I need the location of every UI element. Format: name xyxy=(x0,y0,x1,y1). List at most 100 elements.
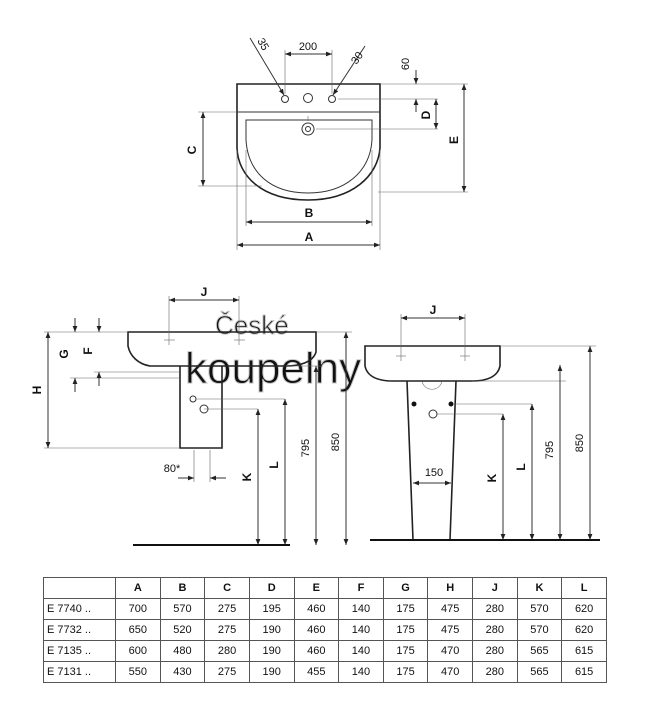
letter-L-side: L xyxy=(267,461,281,468)
header-cell xyxy=(43,577,116,599)
table-cell: 430 xyxy=(159,661,206,683)
table-cell: 470 xyxy=(427,661,473,683)
letter-C-top: C xyxy=(185,145,199,154)
dim-60: 60 xyxy=(400,58,412,70)
table-cell: 280 xyxy=(472,619,518,641)
header-cell: E xyxy=(293,577,340,599)
table-row: E 7131 .. 550 430 275 190 455 140 175 47… xyxy=(43,661,607,683)
table-cell: 275 xyxy=(204,619,250,641)
table-cell: 280 xyxy=(472,640,518,662)
table-cell: 455 xyxy=(293,661,340,683)
header-cell: B xyxy=(159,577,206,599)
dim-35: 35 xyxy=(254,36,271,53)
letter-D-top: D xyxy=(419,110,433,119)
half-pedestal xyxy=(179,366,223,449)
table-cell: 570 xyxy=(516,619,563,641)
technical-drawing: České koupelny 200 35 30 60 xyxy=(30,36,600,546)
letter-F-side: F xyxy=(81,347,95,354)
table-cell: 620 xyxy=(561,619,607,641)
table-cell: 480 xyxy=(159,640,206,662)
table-cell: 275 xyxy=(204,661,250,683)
table-row: E 7732 .. 650 520 275 190 460 140 175 47… xyxy=(43,619,607,641)
table-cell: 460 xyxy=(293,619,340,641)
table-cell: 620 xyxy=(561,598,607,620)
table-row: E 7135 .. 600 480 280 190 460 140 175 47… xyxy=(43,640,607,662)
letter-H-side: H xyxy=(30,386,44,395)
fixing-right xyxy=(448,401,454,407)
table-cell: 175 xyxy=(382,640,429,662)
dim-200: 200 xyxy=(299,41,317,53)
table-cell: 190 xyxy=(248,640,295,662)
model-cell: E 7732 .. xyxy=(43,619,116,641)
table-cell: 550 xyxy=(115,661,161,683)
letter-E-top: E xyxy=(447,136,461,144)
letter-J-front: J xyxy=(430,303,437,317)
table-cell: 140 xyxy=(338,619,384,641)
letter-G-side: G xyxy=(57,349,71,358)
tap-hole-center xyxy=(303,93,313,103)
table-cell: 140 xyxy=(338,640,384,662)
fixing-left xyxy=(411,401,417,407)
table-cell: 520 xyxy=(159,619,206,641)
top-view: 200 35 30 60 D E C B A xyxy=(185,36,468,250)
basin-front xyxy=(364,345,501,382)
watermark: České koupelny xyxy=(185,310,362,394)
model-cell: E 7740 .. xyxy=(43,598,116,620)
table-cell: 175 xyxy=(382,619,429,641)
table-cell: 565 xyxy=(516,640,563,662)
basin-top-outline xyxy=(236,83,381,201)
pipe-1 xyxy=(189,395,197,403)
dim-150-front: 150 xyxy=(425,467,443,479)
letter-J-side: J xyxy=(201,285,208,299)
dim-30: 30 xyxy=(349,50,366,67)
watermark-line1: České xyxy=(215,310,289,340)
header-cell: D xyxy=(248,577,295,599)
overflow-outer xyxy=(301,122,315,136)
header-cell: C xyxy=(204,577,250,599)
dim-795-front: 795 xyxy=(544,441,556,459)
letter-K-side: K xyxy=(240,472,254,481)
table-cell: 280 xyxy=(204,640,250,662)
table-header-row: A B C D E F G H J K L xyxy=(43,577,607,599)
table-cell: 460 xyxy=(293,598,340,620)
dim-850-front: 850 xyxy=(574,434,586,452)
dim-80: 80* xyxy=(164,463,181,475)
table-cell: 475 xyxy=(427,619,473,641)
table-cell: 565 xyxy=(516,661,563,683)
table-cell: 570 xyxy=(516,598,563,620)
table-cell: 190 xyxy=(248,619,295,641)
overflow-inner xyxy=(305,126,311,132)
header-cell: L xyxy=(561,577,607,599)
letter-L-front: L xyxy=(514,463,528,470)
letter-A-top: A xyxy=(305,230,314,244)
side-view: J G F H 80* K L 795 850 xyxy=(30,285,352,546)
table-cell: 650 xyxy=(115,619,161,641)
table-row: E 7740 .. 700 570 275 195 460 140 175 47… xyxy=(43,598,607,620)
table-cell: 280 xyxy=(472,598,518,620)
table-cell: 275 xyxy=(204,598,250,620)
table-cell: 175 xyxy=(382,661,429,683)
letter-B-top: B xyxy=(305,206,314,220)
table-cell: 140 xyxy=(338,661,384,683)
table-cell: 460 xyxy=(293,640,340,662)
table-cell: 700 xyxy=(115,598,161,620)
pipe-front xyxy=(428,409,438,419)
table-cell: 600 xyxy=(115,640,161,662)
dim-850-side: 850 xyxy=(330,433,342,451)
table-cell: 470 xyxy=(427,640,473,662)
dimension-table: A B C D E F G H J K L E 7740 .. 700 570 … xyxy=(43,577,607,683)
table-cell: 615 xyxy=(561,640,607,662)
table-cell: 190 xyxy=(248,661,295,683)
table-cell: 195 xyxy=(248,598,295,620)
header-cell: G xyxy=(382,577,429,599)
table-cell: 175 xyxy=(382,598,429,620)
front-view: J 150 K L 795 850 xyxy=(364,303,600,541)
header-cell: J xyxy=(472,577,518,599)
header-cell: H xyxy=(427,577,473,599)
header-cell: K xyxy=(516,577,563,599)
basin-bowl xyxy=(245,119,373,194)
table-cell: 280 xyxy=(472,661,518,683)
letter-K-front: K xyxy=(485,473,499,482)
header-cell: F xyxy=(338,577,384,599)
table-cell: 615 xyxy=(561,661,607,683)
